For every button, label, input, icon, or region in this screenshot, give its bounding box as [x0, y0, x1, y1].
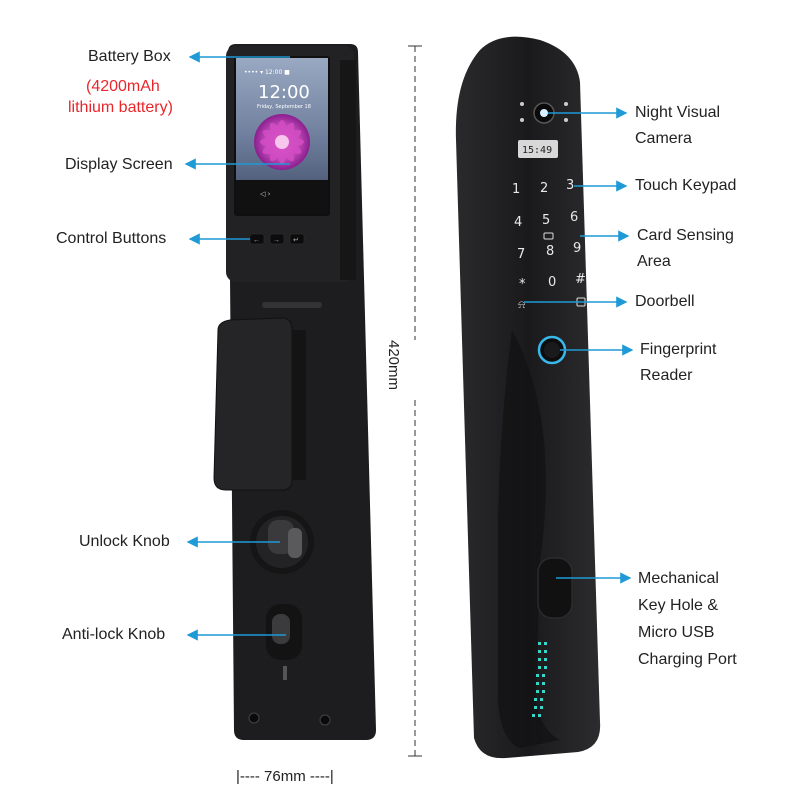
- key-5: 5: [542, 213, 550, 228]
- svg-text:→: →: [273, 237, 280, 244]
- key-hash: #: [575, 272, 586, 287]
- label-mech-4: Charging Port: [638, 651, 737, 668]
- key-3: 3: [566, 178, 574, 193]
- touch-keypad: 1 2 3 4 5 6 7 8 9 * 0 #: [512, 178, 586, 292]
- label-fingerprint-2: Reader: [640, 367, 693, 384]
- screen-date: Friday, September 18: [257, 104, 311, 110]
- label-mech-1: Mechanical: [638, 570, 719, 587]
- key-hole-cover: [537, 557, 573, 619]
- svg-text:←: ←: [253, 237, 260, 244]
- callout-arrows: [184, 51, 634, 641]
- keypad-lcd: [518, 140, 558, 158]
- screen-time: 12:00: [258, 82, 310, 103]
- indoor-unit: •••• ▾ 12:00 ■ 12:00 Friday, September 1…: [213, 44, 376, 740]
- svg-text:◁ ›: ◁ ›: [260, 190, 271, 198]
- label-night-camera-2: Camera: [635, 130, 692, 147]
- label-card-area-2: Area: [637, 253, 671, 270]
- label-battery-note-2: lithium battery): [68, 99, 173, 116]
- flower-image: [254, 114, 310, 170]
- dimension-height: 420mm: [385, 340, 402, 391]
- key-star: *: [519, 277, 526, 292]
- label-control-buttons: Control Buttons: [56, 230, 167, 247]
- key-6: 6: [570, 210, 578, 225]
- label-night-camera-1: Night Visual: [635, 104, 721, 121]
- control-buttons: ← → ↵: [249, 233, 305, 245]
- keypad-time: 15:49: [522, 145, 552, 156]
- unlock-knob: [250, 510, 314, 574]
- key-8: 8: [546, 244, 554, 259]
- usb-led-strip: [532, 642, 547, 717]
- label-battery-note-1: (4200mAh: [86, 78, 160, 95]
- label-display-screen: Display Screen: [65, 156, 173, 173]
- key-2: 2: [540, 181, 548, 196]
- label-mech-3: Micro USB: [638, 624, 715, 641]
- height-dimension: [408, 45, 422, 757]
- key-7: 7: [517, 247, 525, 262]
- key-9: 9: [573, 241, 581, 256]
- indoor-handle: [213, 317, 293, 491]
- outdoor-unit: 15:49 1 2 3 4 5 6 7 8 9 * 0 # ⍾: [455, 36, 601, 759]
- key-0: 0: [548, 275, 556, 290]
- svg-text:↵: ↵: [293, 237, 299, 244]
- label-fingerprint-1: Fingerprint: [640, 341, 717, 358]
- label-unlock-knob: Unlock Knob: [79, 533, 170, 550]
- label-anti-lock-knob: Anti-lock Knob: [62, 626, 166, 643]
- key-1: 1: [512, 182, 520, 197]
- card-icon: [543, 232, 554, 240]
- label-doorbell: Doorbell: [635, 293, 695, 310]
- label-mech-2: Key Hole &: [638, 597, 719, 614]
- key-4: 4: [514, 215, 522, 230]
- dimension-width: |---- 76mm ----|: [236, 768, 334, 785]
- bell-icon: ⍾: [518, 299, 525, 311]
- screen-status: •••• ▾ 12:00 ■: [244, 69, 290, 76]
- label-touch-keypad: Touch Keypad: [635, 177, 737, 194]
- label-battery-box: Battery Box: [88, 48, 171, 65]
- label-card-area-1: Card Sensing: [637, 227, 734, 244]
- anti-lock-knob: [266, 604, 302, 660]
